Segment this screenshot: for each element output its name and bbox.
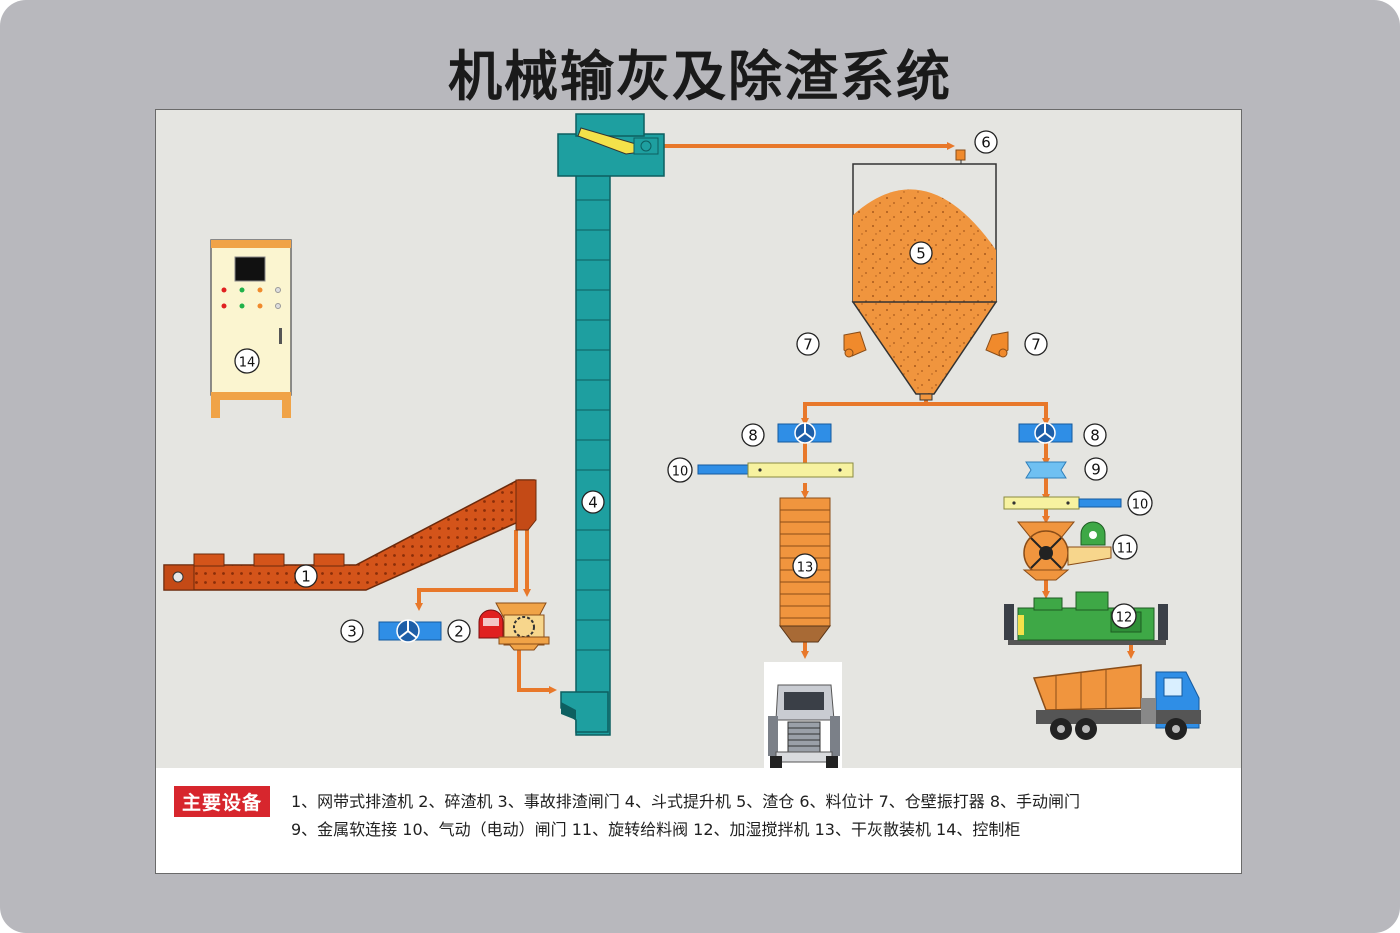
manual-gate-left xyxy=(777,422,832,444)
badge-11: 11 xyxy=(1112,534,1138,560)
diagram-title: 机械输灰及除渣系统 xyxy=(448,45,952,108)
badge-7-left-label: 7 xyxy=(803,336,813,354)
badge-8-right: 8 xyxy=(1083,423,1107,447)
badge-8-left-label: 8 xyxy=(748,427,758,445)
badge-14-label: 14 xyxy=(239,356,256,371)
badge-3-label: 3 xyxy=(347,623,357,641)
badge-7-right: 7 xyxy=(1024,332,1048,356)
badge-10-right: 10 xyxy=(1127,490,1153,516)
badge-2: 2 xyxy=(447,619,471,643)
badge-12-label: 12 xyxy=(1116,611,1133,626)
badge-10-right-label: 10 xyxy=(1132,498,1149,513)
badge-7-right-label: 7 xyxy=(1031,336,1041,354)
badge-13: 13 xyxy=(792,553,818,579)
legend-title: 主要设备 xyxy=(174,786,271,817)
badge-13-label: 13 xyxy=(797,561,814,576)
badge-6: 6 xyxy=(974,130,998,154)
pneumatic-gate-right xyxy=(1003,496,1122,510)
badge-10-left-label: 10 xyxy=(672,465,689,480)
dump-truck xyxy=(1032,664,1201,740)
slag-silo xyxy=(851,160,998,401)
bulk-truck-front xyxy=(764,662,842,768)
badge-1: 1 xyxy=(294,564,318,588)
diagram-panel: 1 2 3 4 5 6 7 7 8 8 9 10 10 11 12 13 14 … xyxy=(155,109,1242,874)
process-diagram: 1 2 3 4 5 6 7 7 8 8 9 10 10 11 12 13 14 xyxy=(163,113,1201,768)
badge-11-label: 11 xyxy=(1117,542,1134,557)
badge-9: 9 xyxy=(1084,457,1108,481)
badge-6-label: 6 xyxy=(981,134,991,152)
manual-gate-right xyxy=(1018,422,1073,444)
badge-14: 14 xyxy=(234,348,260,374)
wall-vibrator-left xyxy=(843,331,867,358)
badge-8-left: 8 xyxy=(741,423,765,447)
pneumatic-gate-left xyxy=(697,462,854,478)
legend-line-1: 1、网带式排渣机 2、碎渣机 3、事故排渣闸门 4、斗式提升机 5、渣仓 6、料… xyxy=(291,792,1081,811)
badge-2-label: 2 xyxy=(454,623,464,641)
bucket-elevator xyxy=(557,113,665,736)
badge-9-label: 9 xyxy=(1091,461,1101,479)
badge-10-left: 10 xyxy=(667,457,693,483)
badge-3: 3 xyxy=(340,619,364,643)
emergency-gate xyxy=(378,619,442,643)
slag-conveyor xyxy=(163,479,537,591)
badge-7-left: 7 xyxy=(796,332,820,356)
control-cabinet xyxy=(210,239,292,418)
level-meter xyxy=(955,149,966,161)
badge-5: 5 xyxy=(909,241,933,265)
badge-1-label: 1 xyxy=(301,568,311,586)
badge-8-right-label: 8 xyxy=(1090,427,1100,445)
equipment-legend: 主要设备 1、网带式排渣机 2、碎渣机 3、事故排渣闸门 4、斗式提升机 5、渣… xyxy=(156,768,1241,873)
badge-4: 4 xyxy=(581,490,605,514)
rotary-feeder xyxy=(1016,521,1112,581)
legend-line-2: 9、金属软连接 10、气动（电动）闸门 11、旋转给料阀 12、加湿搅拌机 13… xyxy=(291,820,1021,839)
badge-4-label: 4 xyxy=(588,494,598,512)
wall-vibrator-right xyxy=(985,331,1009,358)
badge-5-label: 5 xyxy=(916,245,926,263)
badge-12: 12 xyxy=(1111,603,1137,629)
number-badges: 1 2 3 4 5 6 7 7 8 8 9 10 10 11 12 13 14 xyxy=(234,130,1153,643)
humidifying-mixer xyxy=(1004,591,1168,645)
flexible-joint xyxy=(1025,461,1067,479)
slag-crusher xyxy=(478,602,550,651)
